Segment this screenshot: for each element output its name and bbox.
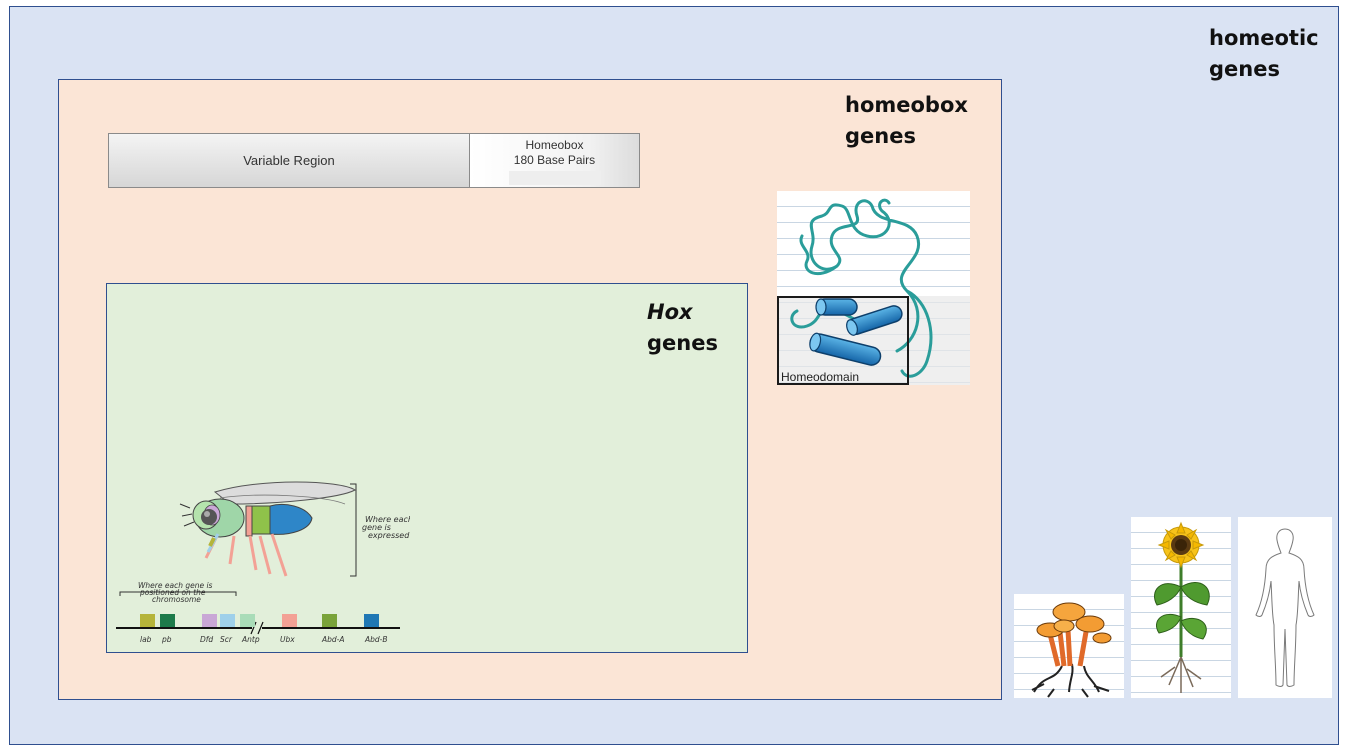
helix-2 (846, 305, 903, 336)
gene-label-ubx: Ubx (280, 635, 295, 644)
mushroom-panel (1014, 594, 1124, 698)
helix-3 (809, 332, 882, 366)
gene-box-dfd (202, 614, 217, 627)
homeodomain-protein-illustration (777, 198, 970, 385)
human-panel (1238, 517, 1332, 698)
homeotic-label-line2: genes (1209, 57, 1280, 81)
chromosome-break (250, 621, 264, 635)
helix-1 (815, 298, 858, 316)
expressed-line3: expressed (368, 531, 410, 540)
homeobox-label-line2: genes (845, 124, 916, 148)
gene-box-ubx (282, 614, 297, 627)
gene-label-lab: lab (140, 635, 152, 644)
homeobox-segment-line2: 180 Base Pairs (513, 153, 596, 167)
human-outline-icon (1255, 528, 1315, 687)
hox-label-line2: genes (647, 331, 718, 355)
homeodomain-panel: Homeodomain (777, 191, 970, 385)
homeobox-segment: Homeobox 180 Base Pairs (470, 134, 639, 187)
gene-label-antp: Antp (241, 635, 260, 644)
hox-label-line1: Hox (647, 300, 693, 324)
gene-box-abd-b (364, 614, 379, 627)
mushroom-icon (1031, 602, 1112, 698)
variable-region-segment: Variable Region (109, 134, 470, 187)
gene-box-antp (240, 614, 255, 627)
sunflower-icon (1154, 521, 1210, 693)
homeodomain-label: Homeodomain (781, 370, 860, 384)
gene-label-scr: Scr (220, 635, 233, 644)
gene-label-abd-b: Abd-B (364, 635, 388, 644)
sunflower-panel (1131, 517, 1231, 698)
homeobox-segment-line1: Homeobox (525, 138, 584, 152)
homeotic-label-line1: homeotic (1209, 26, 1319, 50)
homeobox-genes-label: homeobox genes (845, 90, 968, 152)
expressed-line1: Where each (365, 515, 410, 524)
gene-box-pb (160, 614, 175, 627)
expressed-line2: gene is (362, 523, 391, 532)
gene-box-scr (220, 614, 235, 627)
gene-box-abd-a (322, 614, 337, 627)
hox-genes-label: Hox genes (647, 297, 718, 359)
gene-structure-bar: Variable Region Homeobox 180 Base Pairs (108, 133, 640, 188)
homeotic-genes-label: homeotic genes (1209, 23, 1319, 85)
positioned-line3: chromosome (152, 595, 201, 604)
homeobox-label-line1: homeobox (845, 93, 968, 117)
fly-hox-diagram: Where each gene is expressed Where each … (116, 481, 410, 644)
hox-genes-box (106, 283, 748, 653)
gene-label-pb: pb (161, 635, 172, 644)
positioned-line1: Where each gene is (138, 581, 213, 590)
positioned-line2: positioned on the (139, 588, 206, 597)
fly-illustration (179, 481, 356, 577)
gene-box-lab (140, 614, 155, 627)
homeobox-shade (508, 171, 601, 185)
variable-region-label: Variable Region (243, 153, 335, 168)
gene-label-dfd: Dfd (200, 635, 213, 644)
gene-label-abd-a: Abd-A (321, 635, 345, 644)
